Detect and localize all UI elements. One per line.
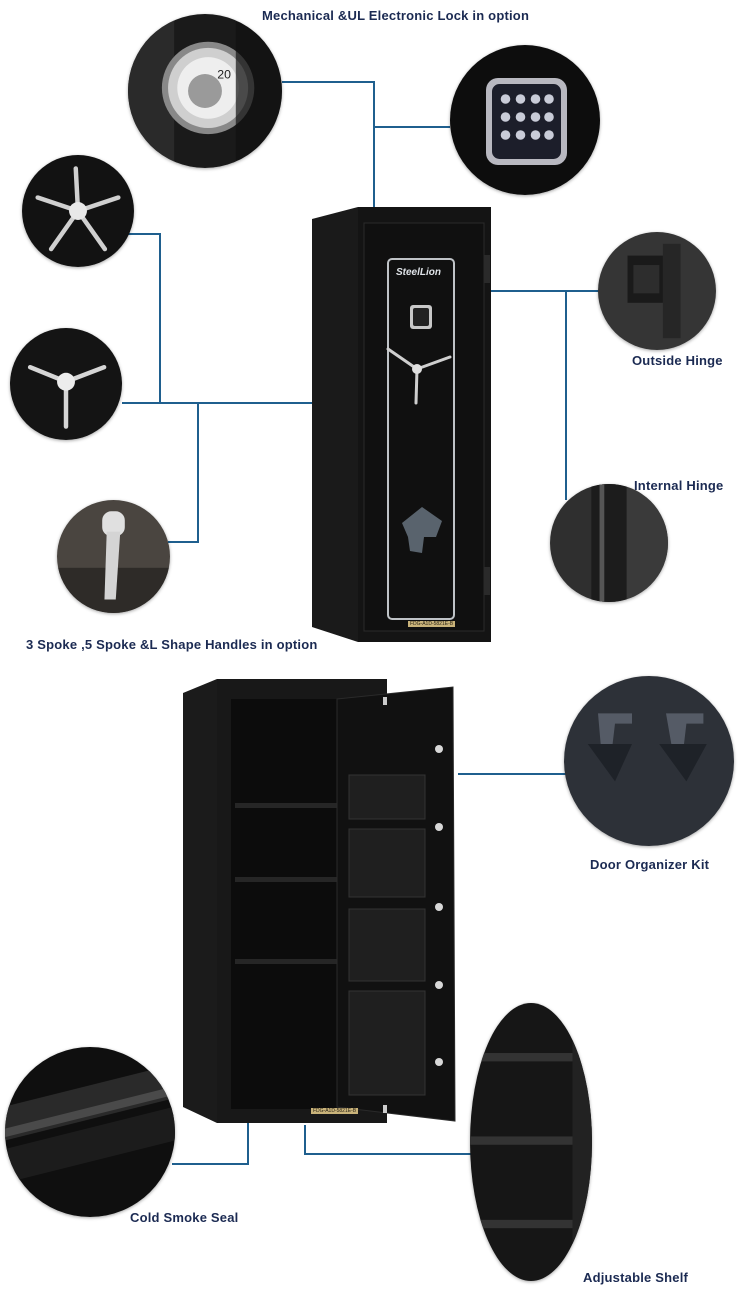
- connector-line: [304, 1153, 474, 1155]
- connector-line: [128, 233, 161, 235]
- connector-line: [373, 81, 375, 208]
- connector-line: [282, 81, 375, 83]
- connector-line: [373, 126, 450, 128]
- outside-hinge-photo: [598, 232, 716, 350]
- connector-line: [458, 773, 568, 775]
- l-shape-handle-photo: [57, 500, 170, 613]
- svg-text:20: 20: [217, 68, 231, 82]
- closed-safe-illustration: SteelLion FDG-A1D-5821E-B: [312, 207, 495, 642]
- open-safe-illustration: FDG-A1D-5821E-B: [183, 677, 465, 1125]
- door-organizer-photo: [564, 676, 734, 846]
- model-plate: FDG-A1D-5821E-B: [408, 621, 456, 627]
- brand-logo: SteelLion: [396, 267, 442, 278]
- connector-line: [122, 402, 315, 404]
- smoke-seal-label: Cold Smoke Seal: [130, 1210, 239, 1225]
- three-spoke-handle-photo: [10, 328, 122, 440]
- outside-hinge-label: Outside Hinge: [632, 353, 723, 368]
- connector-line: [490, 290, 600, 292]
- electronic-keypad-lock-photo: [450, 45, 600, 195]
- adjustable-shelf-label: Adjustable Shelf: [583, 1270, 689, 1285]
- internal-hinge-photo: [550, 484, 668, 602]
- connector-line: [197, 402, 199, 543]
- model-plate: FDG-A1D-5821E-B: [311, 1108, 359, 1114]
- connector-line: [247, 1120, 249, 1165]
- connector-line: [159, 233, 161, 404]
- connector-line: [172, 1163, 249, 1165]
- handles-option-label: 3 Spoke ,5 Spoke &L Shape Handles in opt…: [26, 637, 318, 652]
- adjustable-shelf-photo: [470, 1003, 592, 1281]
- connector-line: [304, 1125, 306, 1155]
- lock-option-label: Mechanical &UL Electronic Lock in option: [262, 8, 530, 23]
- cold-smoke-seal-photo: [5, 1047, 175, 1217]
- door-organizer-label: Door Organizer Kit: [590, 857, 710, 872]
- connector-line: [168, 541, 199, 543]
- five-spoke-handle-photo: [22, 155, 134, 267]
- mechanical-dial-lock-photo: 20: [128, 14, 282, 168]
- internal-hinge-label: Internal Hinge: [634, 478, 724, 493]
- connector-line: [565, 290, 567, 500]
